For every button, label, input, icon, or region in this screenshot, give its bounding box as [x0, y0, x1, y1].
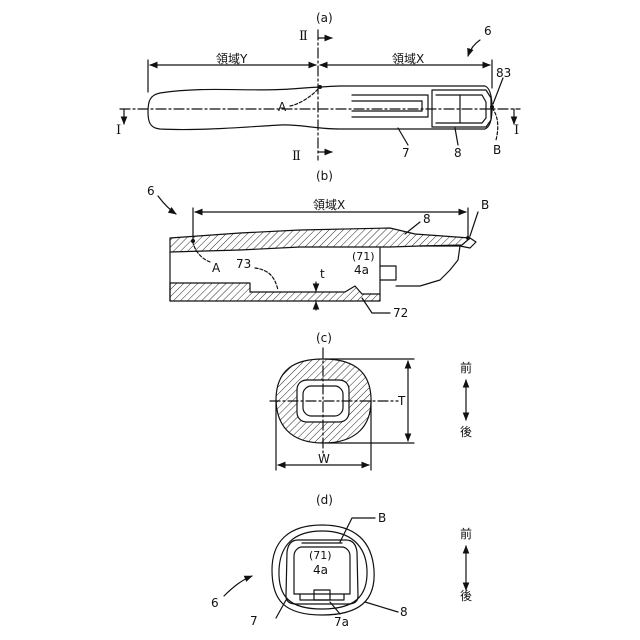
ref-83: 83	[496, 67, 511, 79]
dimension-t-label: T	[398, 395, 405, 407]
point-a-label-b: A	[212, 262, 220, 274]
lower-wall	[170, 283, 380, 301]
ref-7-d: 7	[250, 615, 258, 627]
point-a-marker	[318, 85, 322, 89]
point-b-label: B	[493, 144, 501, 156]
section-i-left-label: Ⅰ	[116, 124, 121, 137]
section-ii-top-label: Ⅱ	[299, 30, 308, 43]
ref-72: 72	[393, 307, 408, 319]
ref-71-d: (71)	[309, 550, 332, 561]
front-label-c: 前	[460, 362, 472, 374]
point-a-label: A	[278, 101, 286, 113]
ref-8-b: 8	[423, 213, 431, 225]
front-label-d: 前	[460, 528, 472, 540]
ref-7a: 7a	[334, 616, 349, 628]
section-ii-bottom-label: Ⅱ	[292, 150, 301, 163]
projection-7a	[314, 590, 330, 600]
slot	[352, 95, 428, 117]
region-x-label: 領域X	[392, 53, 424, 65]
point-b-label-d: B	[378, 512, 386, 524]
view-c	[270, 348, 466, 470]
ref-6-a: 6	[484, 25, 492, 37]
back-label-c: 後	[460, 426, 472, 438]
projection-4a	[380, 266, 396, 280]
back-label-d: 後	[460, 590, 472, 602]
view-a	[120, 30, 520, 160]
caption-a: (a)	[316, 12, 333, 24]
ref-4a-d: 4a	[313, 564, 328, 576]
thickness-label: t	[320, 268, 325, 280]
curve-73	[255, 268, 278, 290]
ref-4a-b: 4a	[354, 264, 369, 276]
ref-8-a: 8	[454, 147, 462, 159]
ref-73: 73	[236, 258, 251, 270]
caption-d: (d)	[316, 494, 333, 506]
caption-c: (c)	[316, 332, 332, 344]
upper-wall	[170, 228, 470, 252]
view-d	[224, 518, 466, 618]
ref-6-b: 6	[147, 185, 155, 197]
caption-b: (b)	[316, 170, 333, 182]
ref-71-b: (71)	[352, 251, 375, 262]
ref-8-d: 8	[400, 606, 408, 618]
ref-7-a: 7	[402, 147, 410, 159]
dimension-w-label: W	[318, 453, 330, 465]
point-b-label-b: B	[481, 199, 489, 211]
section-i-right-label: Ⅰ	[514, 124, 519, 137]
region-x-label-b: 領域X	[313, 199, 345, 211]
ref-6-d: 6	[211, 597, 219, 609]
region-y-label: 領域Y	[216, 53, 247, 65]
point-b-b-marker	[466, 236, 470, 240]
